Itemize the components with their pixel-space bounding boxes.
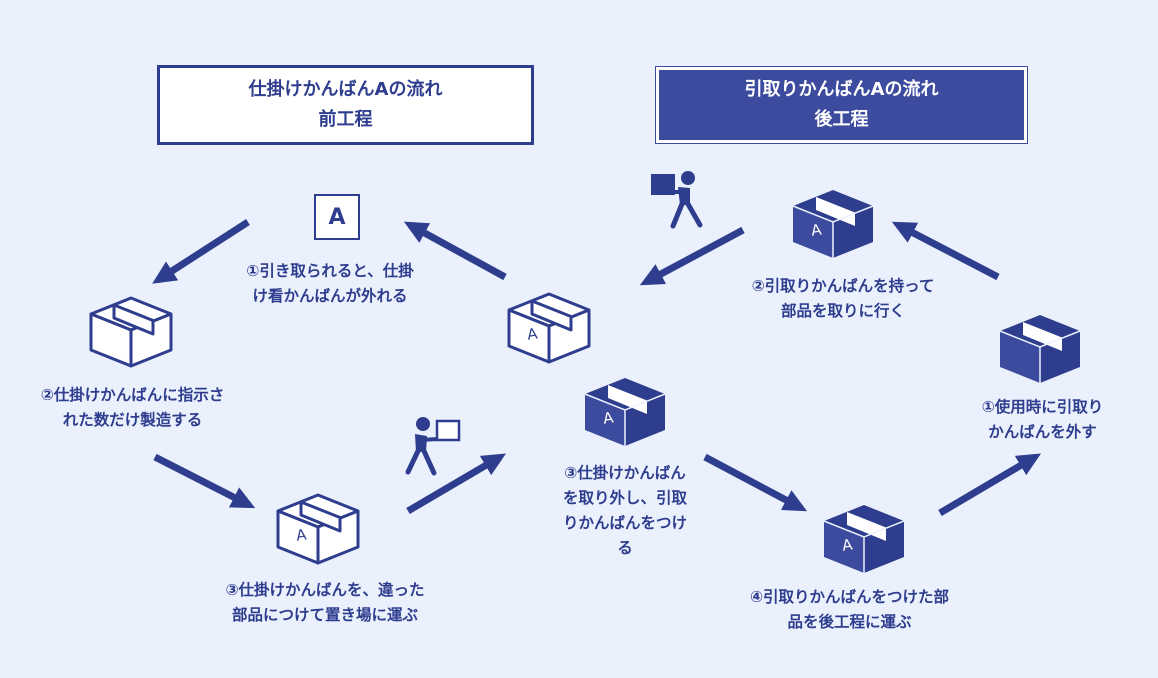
box-filled-icon: [999, 314, 1081, 384]
box-letter: A: [810, 220, 823, 239]
label-line: ②仕掛けかんばんに指示さ: [40, 386, 225, 404]
box-letter: A: [295, 525, 308, 544]
arrow-left-cycle-2: [153, 453, 256, 509]
label-line: ③仕掛けかんばん: [564, 464, 686, 482]
arrow-right-cycle-3: [703, 453, 808, 512]
label-line: を取り外し、引取: [562, 489, 687, 507]
right-step4-label: ④引取りかんばんをつけた部 品を後工程に運ぶ: [722, 585, 977, 635]
label-line: け看かんばんが外れる: [252, 287, 408, 305]
header-right-subtitle: 後工程: [814, 109, 869, 130]
right-step3-label: ③仕掛けかんばん を取り外し、引取 りかんばんをつけ る: [540, 461, 710, 561]
left-step2-label: ②仕掛けかんばんに指示さ れた数だけ製造する: [10, 383, 255, 433]
left-step1-label: ①引き取られると、仕掛 け看かんばんが外れる: [210, 259, 450, 309]
box-letter: A: [526, 324, 539, 343]
box-filled-icon: [823, 504, 905, 574]
box-outline-icon: [89, 296, 173, 368]
label-line: ④引取りかんばんをつけた部: [749, 588, 950, 606]
label-line: ②引取りかんばんを持って: [751, 277, 935, 295]
right-step2-label: ②引取りかんばんを持って 部品を取りに行く: [718, 274, 968, 324]
label-line: 部品を取りに行く: [780, 302, 905, 320]
label-line: ①引き取られると、仕掛: [246, 262, 414, 280]
label-line: 品を後工程に運ぶ: [787, 613, 912, 631]
person-carrying-box-icon: [651, 171, 703, 229]
header-right: 引取りかんばんAの流れ 後工程: [655, 66, 1028, 144]
person-carrying-box-icon: [405, 417, 461, 476]
arrow-left-cycle-4: [403, 221, 507, 281]
label-line: 部品につけて置き場に運ぶ: [231, 606, 418, 624]
label-line: れた数だけ製造する: [62, 411, 203, 429]
header-left-title: 仕掛けかんばんAの流れ: [248, 79, 443, 100]
box-letter: A: [602, 408, 615, 427]
label-line: かんばんを外す: [988, 423, 1097, 441]
header-right-title: 引取りかんばんAの流れ: [744, 79, 939, 100]
arrow-right-cycle-2: [639, 226, 745, 286]
left-step3-label: ③仕掛けかんばんを、違った 部品につけて置き場に運ぶ: [200, 578, 450, 628]
arrow-left-cycle-1: [152, 219, 250, 284]
header-left-subtitle: 前工程: [318, 109, 373, 130]
arrow-left-cycle-3: [406, 453, 507, 515]
box-outline-icon: [276, 493, 360, 565]
label-line: ③仕掛けかんばんを、違った: [225, 581, 425, 599]
box-outline-icon: [507, 292, 591, 364]
box-filled-icon: [792, 189, 874, 259]
header-left: 仕掛けかんばんAの流れ 前工程: [157, 65, 534, 145]
box-letter: A: [841, 535, 854, 554]
arrow-right-cycle-1: [891, 221, 1000, 281]
right-step1-label: ①使用時に引取り かんばんを外す: [960, 395, 1125, 445]
label-line: りかんばんをつけ: [562, 514, 687, 532]
arrow-right-cycle-4: [938, 453, 1042, 517]
label-line: ①使用時に引取り: [981, 398, 1104, 416]
label-line: る: [617, 539, 633, 557]
box-filled-icon: [584, 377, 666, 447]
kanban-card-icon: A: [314, 194, 360, 240]
